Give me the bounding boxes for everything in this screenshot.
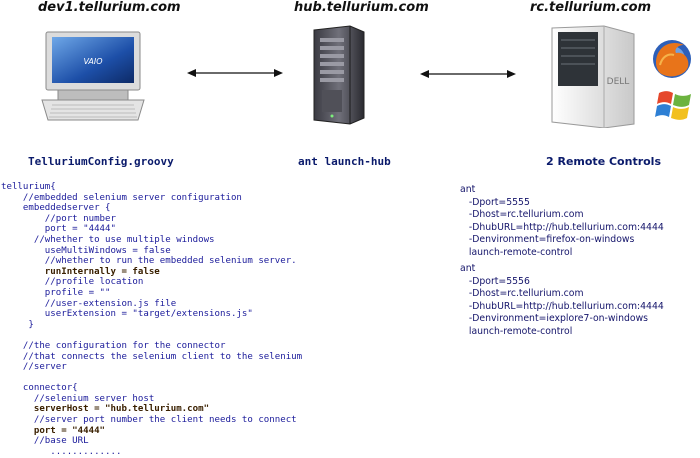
command-line: -Denvironment=firefox-on-windows: [460, 234, 635, 245]
code-line: embeddedserver {: [1, 203, 111, 214]
remote-command-2: ant -Dport=5556 -Dhost=rc.tellurium.com …: [460, 263, 664, 338]
code-line: //user-extension.js file: [1, 298, 177, 309]
laptop-icon: VAIO: [41, 31, 145, 121]
command-line: -Dhost=rc.tellurium.com: [460, 288, 584, 299]
code-line: connector{: [1, 383, 78, 394]
code-line: serverHost = "hub.tellurium.com": [1, 404, 210, 415]
command-line: -DhubURL=http://hub.tellurium.com:4444: [460, 300, 664, 312]
svg-text:VAIO: VAIO: [83, 57, 102, 66]
command-line: launch-remote-control: [460, 246, 573, 258]
windows-logo-icon: [655, 91, 691, 120]
host-dev1-label: dev1.tellurium.com: [38, 0, 181, 15]
server-tower-icon: [313, 25, 365, 125]
command-line: launch-remote-control: [460, 325, 573, 337]
code-line: //whether to run the embedded selenium s…: [1, 256, 297, 267]
code-line: runInternally = false: [1, 266, 160, 277]
code-line: //server: [1, 362, 67, 373]
code-line: //server port number the client needs to…: [1, 415, 297, 426]
code-line: .............: [1, 446, 122, 457]
launch-hub-caption: ant launch-hub: [298, 155, 391, 168]
code-line: //profile location: [1, 277, 144, 288]
config-code-block: tellurium{ //embedded selenium server co…: [1, 182, 302, 457]
code-line: tellurium{: [1, 182, 56, 192]
command-line: -Dport=5555: [460, 196, 530, 208]
code-line: profile = "": [1, 287, 111, 298]
link-arrow-dev-hub: [187, 69, 283, 77]
code-line: useMultiWindows = false: [1, 245, 171, 256]
code-line: //base URL: [1, 436, 89, 447]
command-line: -Dport=5556: [460, 275, 530, 287]
config-file-caption: TelluriumConfig.groovy: [28, 155, 174, 168]
code-line: //that connects the selenium client to t…: [1, 351, 303, 362]
command-line: -DhubURL=http://hub.tellurium.com:4444: [460, 221, 664, 233]
code-line: //port number: [1, 213, 116, 224]
firefox-icon: [653, 40, 691, 78]
host-rc-label: rc.tellurium.com: [530, 0, 652, 15]
code-line: //the configuration for the connector: [1, 340, 226, 351]
command-line: -Dhost=rc.tellurium.com: [460, 209, 584, 220]
code-line: [1, 373, 302, 384]
svg-text:DELL: DELL: [607, 77, 630, 87]
desktop-tower-icon: DELL: [551, 25, 635, 128]
link-arrow-hub-rc: [420, 70, 516, 78]
remote-controls-caption: 2 Remote Controls: [546, 155, 662, 168]
code-line: //embedded selenium server configuration: [1, 192, 242, 203]
remote-command-1: ant -Dport=5555 -Dhost=rc.tellurium.com …: [460, 184, 664, 259]
command-line: ant: [460, 184, 476, 195]
code-line: port = "4444": [1, 224, 116, 235]
code-line: //whether to use multiple windows: [1, 234, 215, 245]
code-line: //selenium server host: [1, 393, 155, 404]
command-line: -Denvironment=iexplore7-on-windows: [460, 313, 649, 324]
code-line: port = "4444": [1, 425, 106, 436]
code-line: [1, 330, 302, 341]
code-line: userExtension = "target/extensions.js": [1, 309, 253, 320]
code-line: }: [1, 319, 34, 330]
command-line: ant: [460, 263, 476, 274]
host-hub-label: hub.tellurium.com: [294, 0, 429, 15]
